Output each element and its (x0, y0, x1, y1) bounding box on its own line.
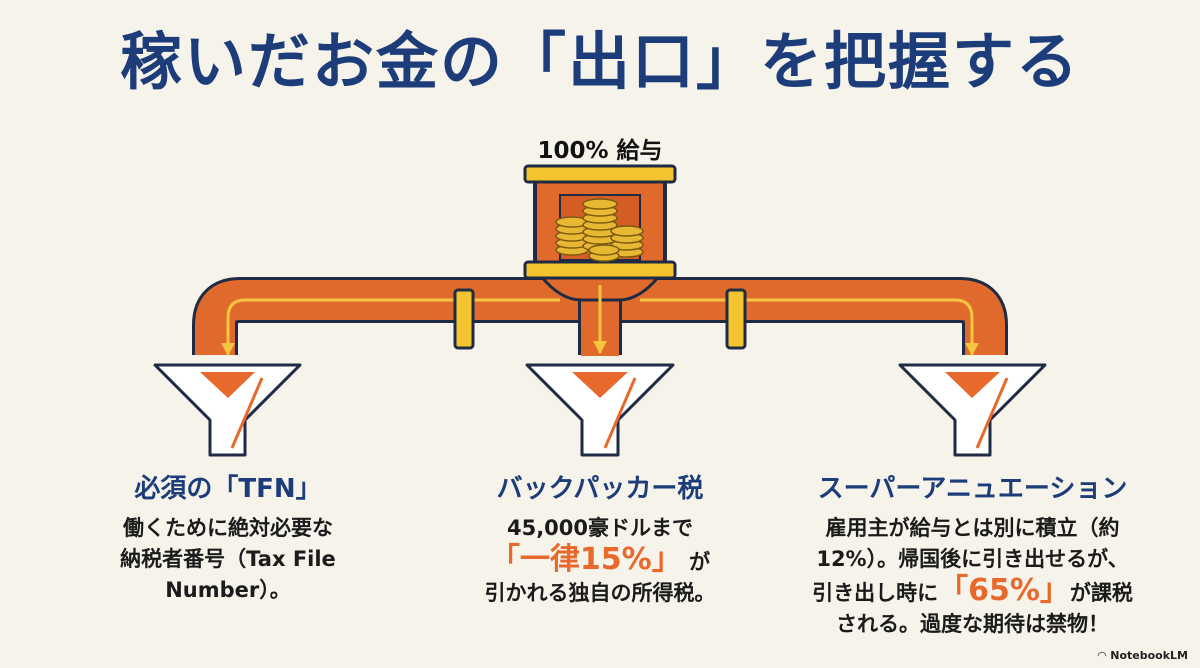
coin-stack-icon (555, 198, 644, 262)
outlet-backpacker-line: 45,000豪ドルまで (506, 516, 694, 540)
flow-arrow-center (593, 341, 607, 354)
outlet-backpacker-heading: バックパッカー税 (496, 474, 704, 504)
salary-source-label: 100% 給与 (537, 138, 663, 164)
outlet-super-line: 12%）。帰国後に引き出せるが、 (816, 547, 1129, 571)
funnel-right-icon (898, 363, 1047, 457)
flow-arrow-right (965, 343, 979, 356)
outlet-backpacker-line: 「一律15%」 が (455, 544, 745, 578)
outlet-super-line: 雇用主が給与とは別に積立（約 (825, 516, 1120, 540)
outlet-backpacker-description: 45,000豪ドルまで 「一律15%」 が 引かれる独自の所得税。 (455, 513, 745, 609)
outlet-super-line: 引き出し時に「65%」が課税 (800, 575, 1145, 609)
flow-arrow-left (221, 343, 235, 356)
withdrawal-tax-highlight: 「65%」 (938, 573, 1070, 608)
outlet-super-line: される。過度な期待は禁物！ (836, 612, 1109, 636)
outlet-tfn-line: 納税者番号（Tax File (120, 547, 336, 571)
outlet-super-description: 雇用主が給与とは別に積立（約 12%）。帰国後に引き出せるが、 引き出し時に「6… (800, 513, 1145, 640)
outlet-backpacker-text: が (689, 550, 711, 574)
pipe-coupling-right (725, 288, 747, 350)
outlet-backpacker-tax: バックパッカー税 45,000豪ドルまで 「一律15%」 が 引かれる独自の所得… (455, 468, 745, 609)
outlet-super-heading: スーパーアニュエーション (817, 474, 1128, 504)
outlet-super-text: 引き出し時に (812, 581, 939, 605)
funnel-center-icon (525, 363, 675, 457)
brand-label: NotebookLM (1110, 649, 1188, 662)
outlet-tfn-line: 働くために絶対必要な (123, 516, 333, 540)
outlet-tfn: 必須の「TFN」 働くために絶対必要な 納税者番号（Tax File Numbe… (110, 468, 346, 606)
tank-top-band (523, 164, 677, 184)
outlet-tfn-line: Number）。 (165, 578, 291, 602)
tank-bottom-band (523, 260, 677, 280)
funnel-left-icon (153, 363, 302, 457)
outlet-tfn-description: 働くために絶対必要な 納税者番号（Tax File Number）。 (110, 513, 346, 606)
outlet-backpacker-line: 引かれる独自の所得税。 (484, 581, 716, 605)
brand-watermark: ◠ NotebookLM (1098, 649, 1188, 662)
page-title: 稼いだお金の「出口」を把握する (119, 25, 1080, 98)
outlet-tfn-heading: 必須の「TFN」 (134, 474, 322, 504)
tax-rate-highlight: 「一律15%」 (489, 542, 682, 577)
outlet-super-text: が課税 (1069, 581, 1133, 605)
notebooklm-logo-icon: ◠ (1097, 649, 1107, 662)
pipe-coupling-left (453, 288, 475, 350)
outlet-superannuation: スーパーアニュエーション 雇用主が給与とは別に積立（約 12%）。帰国後に引き出… (800, 468, 1145, 640)
